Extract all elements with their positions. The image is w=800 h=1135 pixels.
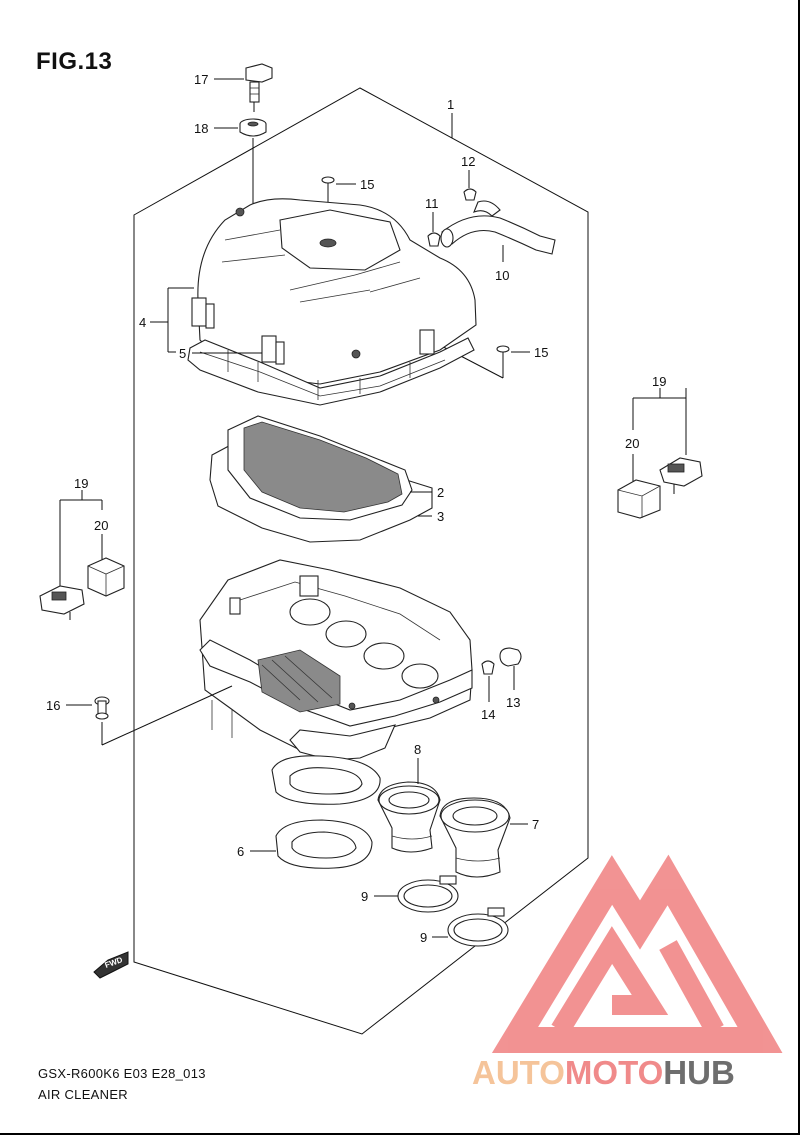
callout-13: 13 [506,695,520,710]
callout-19-left: 19 [74,476,88,491]
callout-9-lower: 9 [420,930,427,945]
watermark-hub: HUB [663,1054,735,1091]
callout-labels: 1 2 3 4 5 6 7 8 9 9 10 11 12 13 14 15 15… [46,72,666,945]
callout-9-upper: 9 [361,889,368,904]
clip-12 [463,188,477,201]
callout-11: 11 [425,196,439,211]
callout-10: 10 [495,268,509,283]
callout-4: 4 [139,315,146,330]
clamp-9-upper [397,875,459,913]
fwd-direction-badge: FWD [93,951,129,979]
clip-14 [481,660,495,675]
air-cleaner-cap [187,198,477,406]
callout-6: 6 [237,844,244,859]
callout-20-left: 20 [94,518,108,533]
funnel-8 [377,781,441,853]
callout-2: 2 [437,485,444,500]
watermark-logo [491,854,783,1053]
grommet-18 [239,118,267,137]
air-cleaner-box [199,559,473,761]
section-title: AIR CLEANER [38,1087,128,1102]
sensor-block-20-right [617,479,661,519]
connector-19-left [39,585,85,620]
drain-plug-17 [245,63,273,112]
figure-title: FIG.13 [36,48,113,75]
callout-8: 8 [414,742,421,757]
callout-16: 16 [46,698,60,713]
bolt-16 [94,696,110,720]
callout-15-right: 15 [534,345,548,360]
callout-1: 1 [447,97,454,112]
callout-3: 3 [437,509,444,524]
cap-13 [499,647,522,667]
seal-6 [271,755,381,869]
callout-15-top: 15 [360,177,374,192]
screw-15-right [496,345,510,362]
watermark-auto: AUTO [472,1054,565,1091]
callout-17: 17 [194,72,208,87]
callout-5: 5 [179,346,186,361]
clip-11 [427,232,441,247]
callout-18: 18 [194,121,208,136]
breather-hose-10 [440,200,556,255]
watermark-text: AUTOMOTOHUB [472,1054,735,1091]
callout-14: 14 [481,707,495,722]
model-code: GSX-R600K6 E03 E28_013 [38,1066,206,1081]
funnel-7 [439,797,511,878]
callout-7: 7 [532,817,539,832]
sensor-block-20-left [87,557,125,597]
callout-20-right: 20 [625,436,639,451]
callout-12: 12 [461,154,475,169]
air-filter-element-2 [209,415,433,543]
assembly-boundary [133,87,589,1035]
connector-19-right [659,457,703,494]
callout-19-right: 19 [652,374,666,389]
watermark-moto: MOTO [565,1054,663,1091]
leader-16-diag [101,685,233,746]
clamp-9-lower [447,907,509,947]
